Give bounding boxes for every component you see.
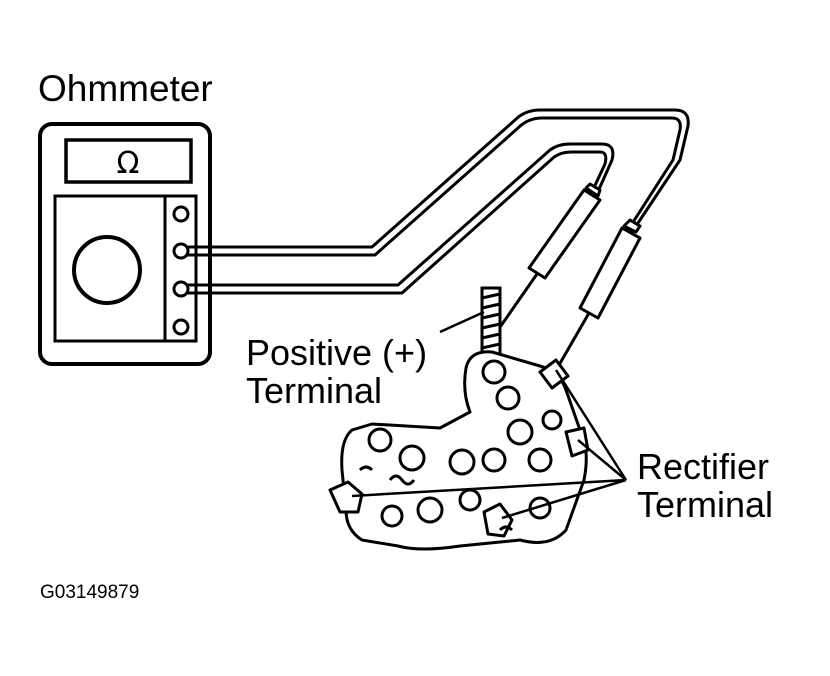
rectifier-holder-icon — [328, 350, 590, 551]
test-lead-wires — [186, 108, 690, 295]
test-probe-icon — [496, 182, 642, 373]
ohmmeter-label: Ohmmeter — [38, 68, 213, 109]
positive-terminal-label-line1: Positive (+) — [246, 332, 428, 373]
ohmmeter-icon — [38, 122, 212, 366]
positive-terminal-stud — [480, 286, 502, 362]
ohm-symbol: Ω — [117, 146, 140, 181]
rectifier-terminal-label-line1: Rectifier — [637, 446, 770, 487]
figure-code: G03149879 — [40, 582, 140, 603]
rectifier-terminal-label-line2: Terminal — [637, 483, 774, 525]
positive-terminal-label: Positive (+)Terminal — [246, 334, 427, 410]
leader-lines — [351, 310, 628, 520]
positive-terminal-label-line2: Terminal — [246, 369, 383, 411]
